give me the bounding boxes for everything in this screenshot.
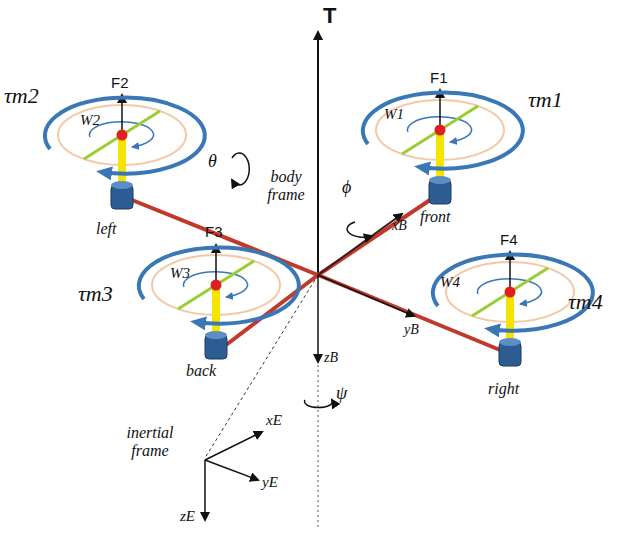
speed-label: W4 — [440, 274, 460, 291]
torque-label: τm4 — [568, 290, 603, 314]
axis-label: xE — [266, 412, 282, 429]
axis-label: zE — [180, 508, 195, 525]
angle-label: θ — [208, 152, 217, 172]
axis-label: zB — [324, 350, 338, 365]
torque-label: τm1 — [528, 88, 563, 112]
frame-label: inertial frame — [120, 424, 180, 459]
angle-label: ψ — [336, 384, 347, 404]
arm-label: left — [96, 220, 116, 238]
force-label: F2 — [111, 75, 129, 92]
arm-label: front — [420, 208, 451, 226]
axis-label: xB — [392, 218, 407, 233]
frame-label: body frame — [262, 168, 310, 203]
torque-label: τm2 — [4, 84, 39, 108]
angle-label: ϕ — [342, 178, 351, 198]
speed-label: W3 — [170, 265, 190, 282]
axis-label: yB — [404, 322, 419, 337]
arm-label: back — [186, 362, 216, 380]
force-label: F1 — [430, 70, 448, 87]
arm-label: right — [488, 380, 519, 398]
force-label: F4 — [500, 232, 518, 249]
force-label: F3 — [205, 224, 223, 241]
speed-label: W2 — [80, 112, 100, 129]
axis-label: yE — [262, 474, 278, 491]
thrust-label: T — [323, 4, 336, 28]
speed-label: W1 — [384, 106, 404, 123]
torque-label: τm3 — [78, 282, 113, 306]
